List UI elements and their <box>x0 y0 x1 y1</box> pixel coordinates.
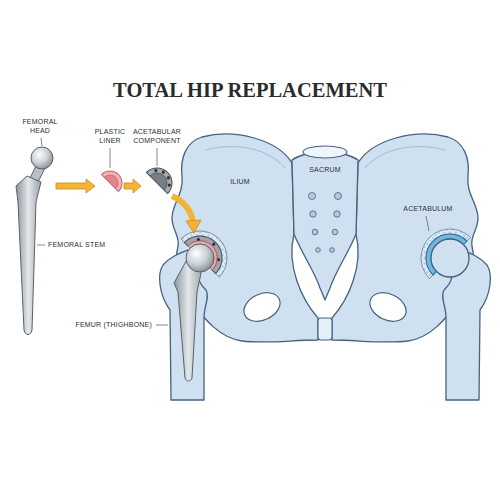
foramen <box>334 211 340 217</box>
implanted-stem <box>174 254 203 381</box>
cup-inner <box>150 169 171 190</box>
sacral-foramina <box>309 193 342 253</box>
femoral-head-part <box>31 147 53 169</box>
implanted-socket <box>181 220 238 277</box>
plastic-liner-part <box>102 166 127 191</box>
acetabular-component-part <box>146 162 178 194</box>
assembly-arrow-head <box>186 220 201 233</box>
leader-lines <box>37 138 429 325</box>
cup-hole <box>154 168 159 173</box>
leader-line <box>156 325 168 326</box>
liner-outer <box>102 166 127 191</box>
sacral-disc <box>303 146 347 158</box>
right-femur <box>431 239 490 400</box>
foramen <box>309 193 316 200</box>
cup-hole <box>161 170 166 175</box>
part-label: PLASTIC LINER <box>88 128 132 145</box>
foramen <box>330 248 335 253</box>
pubic-symphysis <box>318 318 332 340</box>
assembly-arrow <box>124 179 141 193</box>
foramen <box>312 229 318 235</box>
implanted-ball <box>186 244 214 272</box>
leader-line <box>110 148 111 168</box>
foramen <box>316 248 321 253</box>
part-label: FEMORAL STEM <box>48 241 128 249</box>
part-label: SACRUM <box>300 166 350 174</box>
part-label: ILIUM <box>215 178 265 186</box>
cancellous-bone <box>181 220 238 277</box>
leader-line <box>41 138 42 146</box>
cancellous-bone <box>409 217 471 279</box>
bone-shading <box>205 147 285 168</box>
part-label: FEMORAL HEAD <box>18 118 62 135</box>
leader-line <box>157 148 158 166</box>
foramen <box>335 193 342 200</box>
cup-outer <box>146 162 178 194</box>
femoral-head-natural <box>431 239 469 277</box>
assembly-arrow <box>172 196 193 222</box>
implanted-cup <box>184 227 231 274</box>
leader-line <box>426 216 429 231</box>
natural-socket <box>409 217 471 279</box>
cup-hole <box>167 183 172 188</box>
obturator-foramen <box>239 287 284 327</box>
part-label: ACETABULAR COMPONENT <box>127 128 187 145</box>
leader-line <box>37 245 45 246</box>
foramen <box>332 229 338 235</box>
sacrum-bone <box>292 153 358 301</box>
liner-inner <box>104 172 121 189</box>
femoral-stem-part <box>16 176 41 335</box>
part-label: FEMUR (THIGHBONE) <box>56 321 152 329</box>
part-label: ACETABULUM <box>396 205 460 213</box>
assembly-arrow <box>56 179 95 193</box>
foramen <box>310 211 316 217</box>
cup-hole <box>166 176 171 181</box>
diagram-title: TOTAL HIP REPLACEMENT <box>0 78 500 103</box>
